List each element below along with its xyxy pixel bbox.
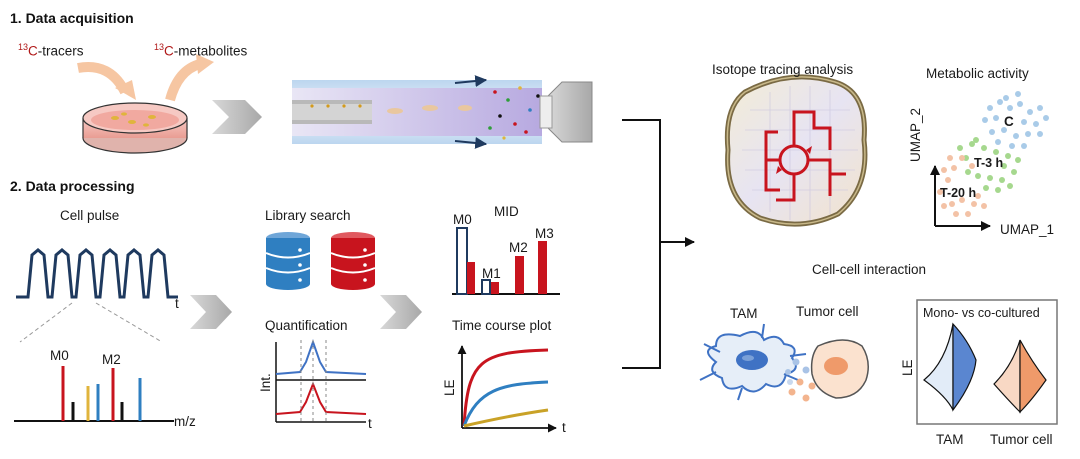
bracket-connector — [622, 119, 661, 369]
chevron-arrow-icon — [380, 295, 422, 329]
pulse-dash-left — [19, 302, 73, 343]
metabolic-activity-title: Metabolic activity — [926, 66, 1029, 81]
cluster-c-label: C — [1004, 114, 1014, 129]
violin-tumor-mono — [993, 339, 1021, 414]
cell-pulse-trace — [16, 248, 178, 299]
database-icon — [330, 232, 376, 290]
secretion-dots — [785, 358, 816, 402]
cluster-t3-label: T-3 h — [974, 156, 1004, 170]
tam-label: TAM — [730, 306, 758, 321]
umap-y-label: UMAP_2 — [908, 107, 923, 162]
mid-m2-label: M2 — [509, 240, 528, 255]
mid-title: MID — [494, 204, 519, 219]
section-title-processing: 2. Data processing — [10, 178, 135, 194]
metabolite-text: -metabolites — [173, 43, 248, 59]
mid-m0-label: M0 — [453, 212, 472, 227]
tracer-c-letter: C — [28, 43, 38, 59]
tc-xaxis-label: t — [562, 420, 566, 435]
mid-bar-m0 — [467, 262, 475, 294]
mid-m1-label: M1 — [482, 266, 501, 281]
mid-bar-m1 — [491, 282, 499, 294]
violin-yaxis-label: LE — [900, 359, 915, 376]
umap-cluster-c — [982, 91, 1049, 149]
petri-dish-icon — [82, 102, 188, 154]
metabolite-c-letter: C — [164, 43, 174, 59]
library-search-label: Library search — [265, 208, 351, 223]
tumor-cell-icon — [810, 339, 869, 399]
spectrum-m0-label: M0 — [50, 348, 69, 363]
tc-curve-gold — [463, 408, 549, 428]
quantification-label: Quantification — [265, 318, 348, 333]
quant-trace-blue — [275, 338, 367, 375]
mid-m3-label: M3 — [535, 226, 554, 241]
spectrum-axis-label: m/z — [174, 414, 196, 429]
tc-curve-red — [462, 348, 549, 427]
tracer-text: -tracers — [37, 43, 84, 59]
violin-x-tam: TAM — [936, 432, 964, 447]
database-icon — [265, 232, 311, 290]
cell-icon — [724, 74, 868, 227]
cell-pulse-label: Cell pulse — [60, 208, 120, 223]
chevron-arrow-icon — [212, 100, 262, 134]
metabolite-sup: 13 — [154, 42, 165, 52]
violin-tam-mono — [923, 323, 954, 411]
umap-cluster-t20 — [937, 155, 987, 217]
metabolite-arrowhead — [196, 54, 214, 74]
quant-trace-red — [275, 381, 367, 415]
spectrum-m2-label: M2 — [102, 352, 121, 367]
macrophage-icon — [699, 323, 807, 401]
cell-cell-interaction-title: Cell-cell interaction — [812, 262, 927, 277]
mid-bar-m0-outline — [456, 227, 468, 295]
mid-chart — [452, 227, 560, 295]
quant-yaxis-label: Int. — [258, 373, 273, 392]
metabolite-label: 13C-metabolites — [154, 42, 247, 59]
section-title-acquisition: 1. Data acquisition — [10, 10, 134, 26]
metabolite-arrow — [165, 59, 202, 102]
umap-cluster-t3 — [957, 137, 1021, 193]
pulse-dash-right — [95, 302, 163, 343]
tc-yaxis-label: LE — [442, 379, 457, 396]
pulse-axis-label: t — [175, 296, 179, 311]
umap-x-label: UMAP_1 — [1000, 222, 1055, 237]
mid-bar-m1-outline — [481, 279, 491, 295]
tracer-sup: 13 — [18, 42, 29, 52]
mid-bar-m3 — [538, 241, 547, 294]
violin-title: Mono- vs co-cultured — [923, 306, 1040, 320]
violin-tumor-co — [1019, 339, 1047, 414]
time-course-title: Time course plot — [452, 318, 552, 333]
chevron-arrow-icon — [190, 295, 232, 329]
mid-bar-m2 — [515, 256, 524, 294]
violin-tam-co — [952, 322, 977, 412]
cluster-t20-label: T-20 h — [940, 186, 977, 200]
tracer-arrowhead — [115, 80, 136, 100]
capillary-tube-icon — [292, 75, 593, 149]
tc-curve-blue — [462, 380, 549, 427]
isotope-tracing-title: Isotope tracing analysis — [712, 62, 854, 77]
violin-x-tumor: Tumor cell — [990, 432, 1053, 447]
tracer-label: 13C-tracers — [18, 42, 84, 59]
quant-xaxis-label: t — [368, 416, 372, 431]
tumor-cell-label: Tumor cell — [796, 304, 859, 319]
